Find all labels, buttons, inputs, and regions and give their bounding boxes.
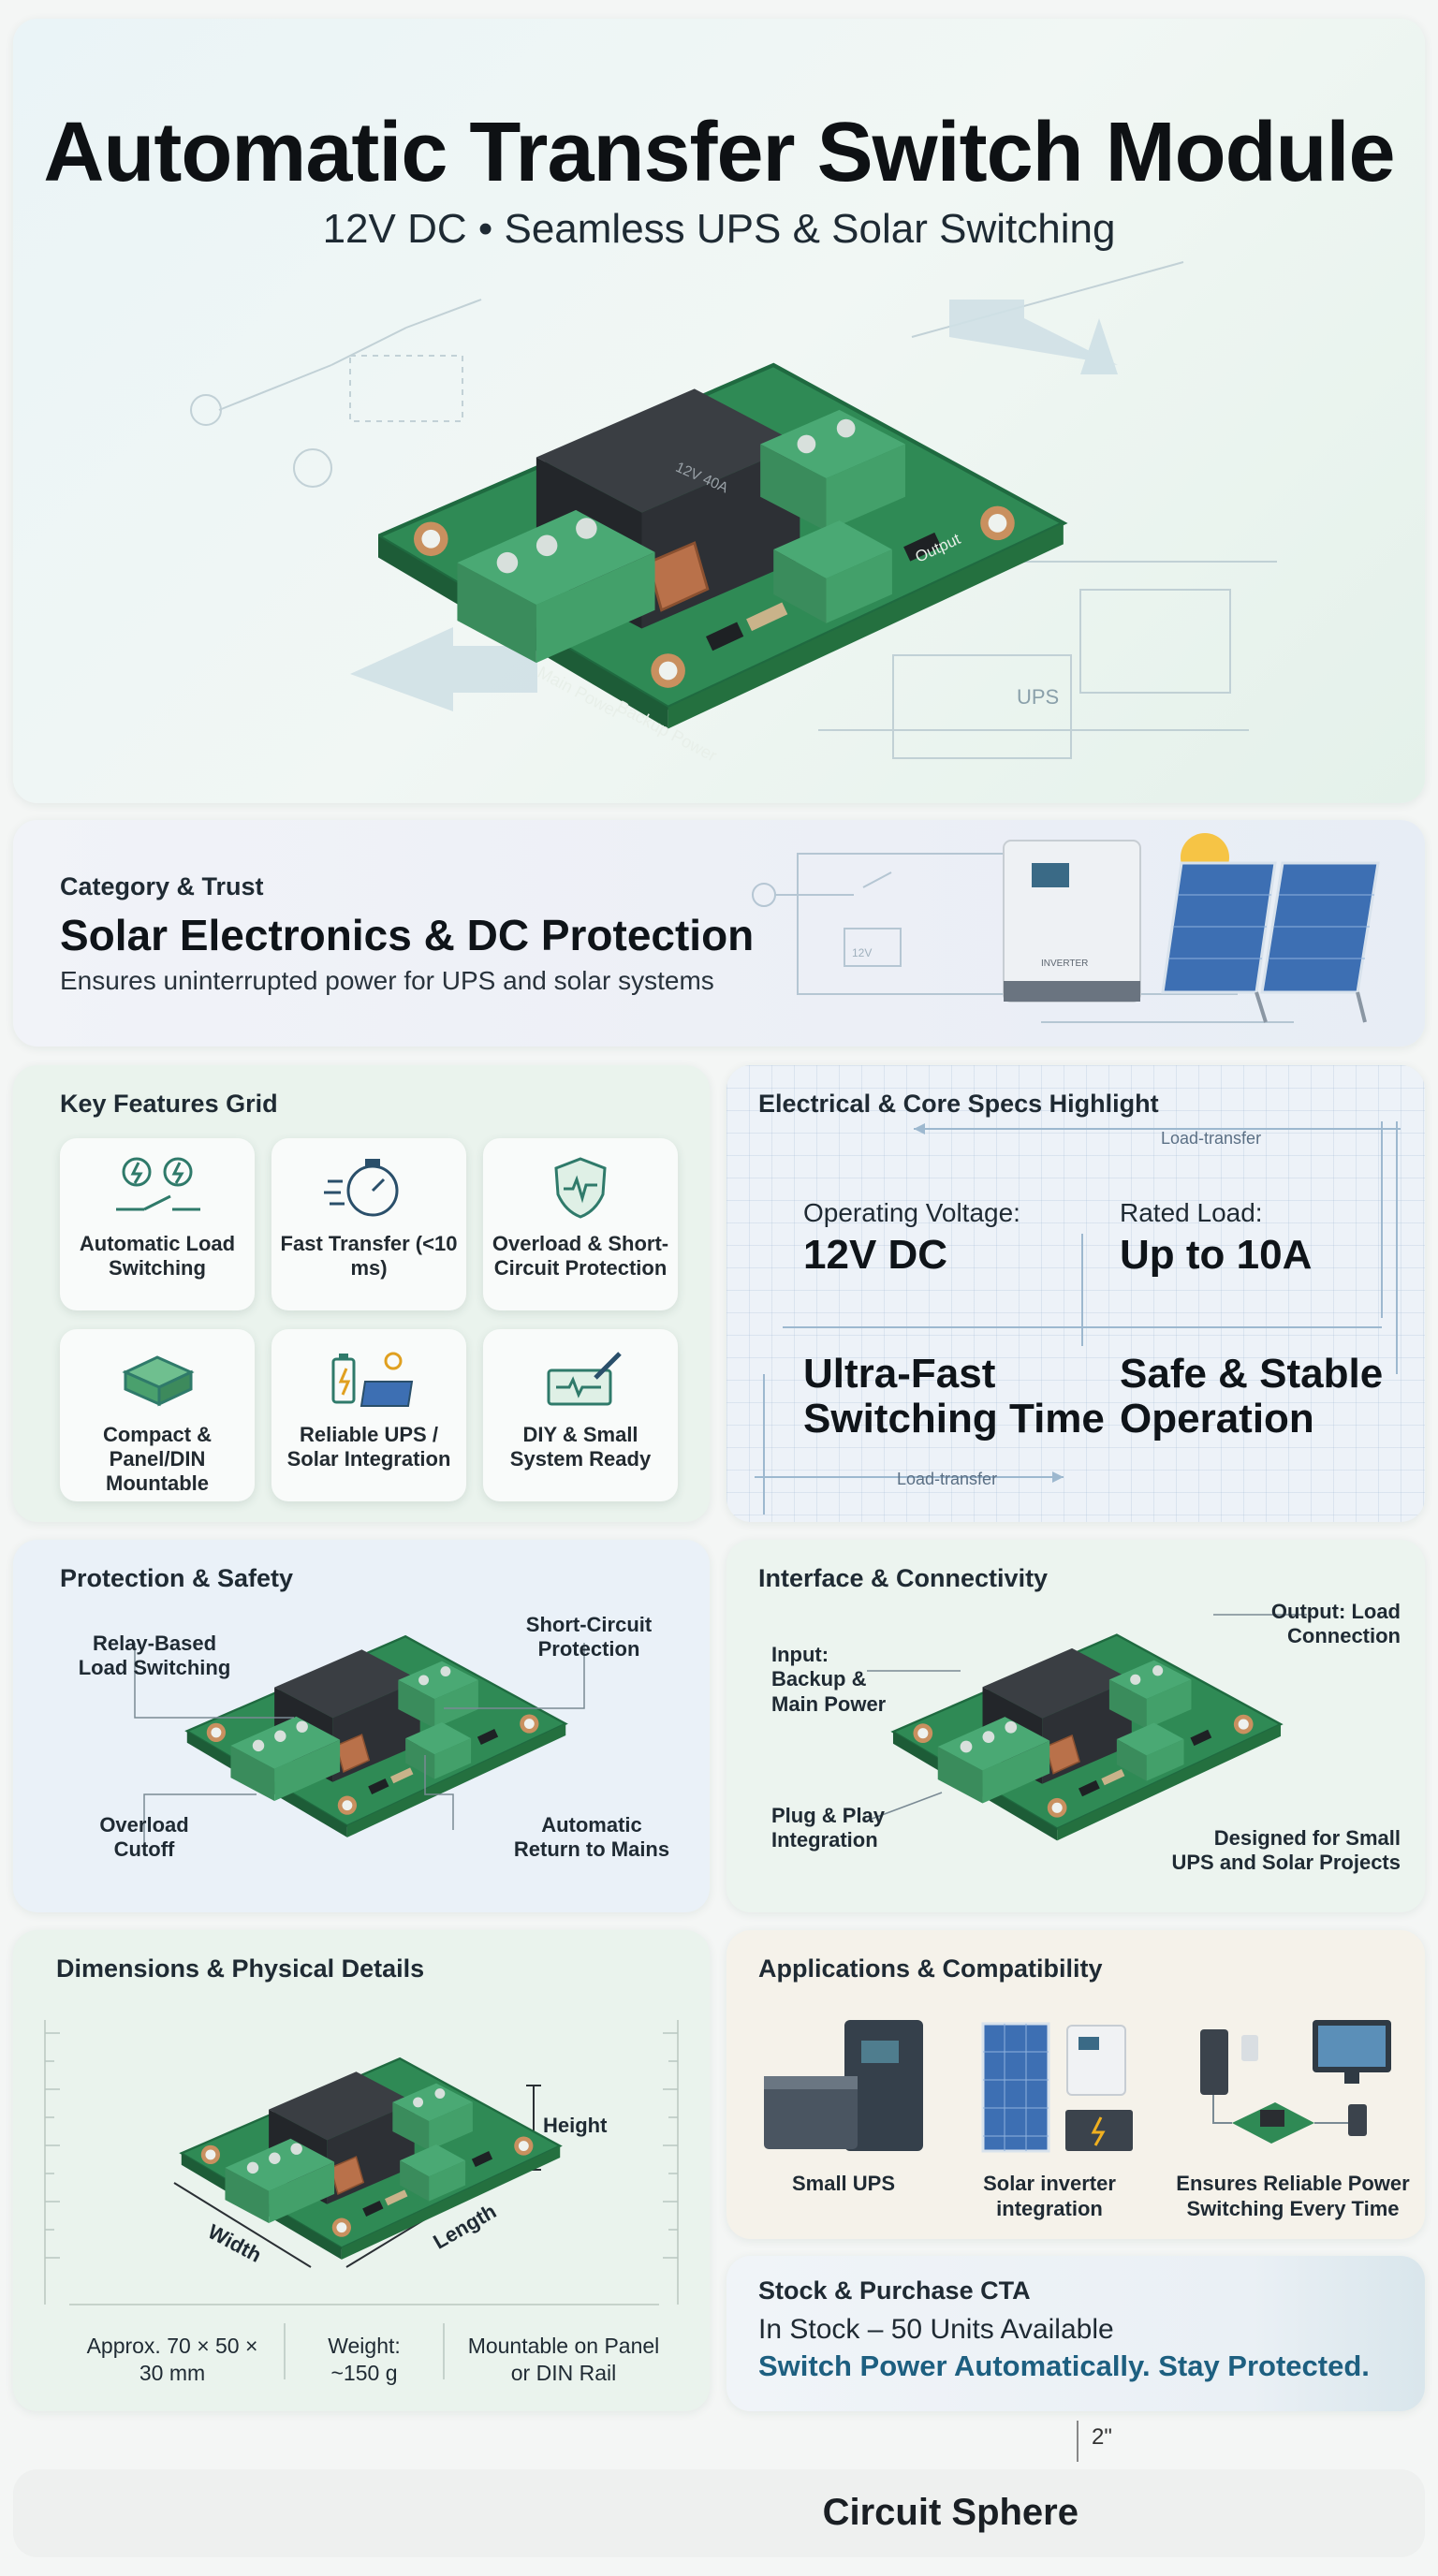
stock-cta-section: Stock & Purchase CTA In Stock – 50 Units… <box>726 2256 1425 2411</box>
app-label-ups: Small UPS <box>791 2172 896 2195</box>
category-section: Category & Trust Solar Electronics & DC … <box>13 820 1425 1046</box>
feature-tile: DIY & Small System Ready <box>483 1329 678 1501</box>
protection-title: Protection & Safety <box>60 1564 294 1592</box>
product-board-image: Main Power Backup Power 12V 40A Output <box>378 300 1090 766</box>
callout-relay: Relay-Based Load Switching <box>78 1632 231 1680</box>
interface-title: Interface & Connectivity <box>758 1564 1049 1592</box>
switching-time: Ultra-Fast Switching Time <box>803 1351 1105 1442</box>
flow-lines <box>755 1121 1401 1515</box>
callout-input: Input: Backup & Main Power <box>771 1643 887 1716</box>
applications-title: Applications & Compatibility <box>758 1954 1103 1983</box>
power-switching-icon <box>1200 2020 1391 2144</box>
dimension-note-line <box>1077 2421 1078 2462</box>
applications-section: Applications & Compatibility Small UPS S… <box>726 1930 1425 2239</box>
switching-icon <box>116 1157 200 1211</box>
stopwatch-icon <box>324 1159 399 1217</box>
dimensions-section: Dimensions & Physical Details Height Wid… <box>13 1930 710 2411</box>
stable-operation: Safe & Stable Operation <box>1120 1351 1384 1442</box>
weight-spec: Weight: ~150 g <box>328 2334 401 2385</box>
protection-section: Protection & Safety Relay-Based Load Swi… <box>13 1540 710 1912</box>
feature-tile: Compact & Panel/DIN Mountable <box>60 1329 255 1501</box>
feature-label: Fast Transfer (<10 ms) <box>280 1232 458 1280</box>
stock-availability: In Stock – 50 Units Available <box>758 2314 1114 2345</box>
schematic-background: UPS <box>190 261 1277 759</box>
inverter-icon: INVERTER <box>1003 840 1141 1003</box>
category-heading: Solar Electronics & DC Protection <box>60 911 755 959</box>
size-spec: Approx. 70 × 50 × 30 mm <box>86 2334 258 2385</box>
feature-label: Automatic Load Switching <box>79 1232 236 1280</box>
feature-tile: Reliable UPS / Solar Integration <box>271 1329 466 1501</box>
module-icon <box>122 1355 195 1407</box>
mount-spec: Mountable on Panel or DIN Rail <box>467 2334 660 2385</box>
callout-plug-play: Plug & Play Integration <box>771 1804 886 1852</box>
svg-text:12V: 12V <box>852 946 872 959</box>
load-caption: Rated Load: <box>1120 1198 1263 1227</box>
shield-icon <box>554 1157 607 1219</box>
feature-tile: Automatic Load Switching <box>60 1138 255 1310</box>
dimensions-title: Dimensions & Physical Details <box>56 1954 425 1983</box>
solar-panel-icon <box>1161 861 1380 1023</box>
tools-icon <box>547 1352 622 1406</box>
voltage-value: 12V DC <box>803 1232 948 1278</box>
category-description: Ensures uninterrupted power for UPS and … <box>60 966 714 995</box>
hero-section: UPS Automatic Transfer Switch Module 12V… <box>13 19 1425 803</box>
feature-tile: Overload & Short-Circuit Protection <box>483 1138 678 1310</box>
page-title: Automatic Transfer Switch Module <box>43 106 1395 199</box>
callout-output: Output: Load Connection <box>1270 1600 1401 1648</box>
purchase-cta[interactable]: Switch Power Automatically. Stay Protect… <box>758 2349 1370 2382</box>
callout-short-circuit: Short-Circuit Protection <box>525 1613 653 1661</box>
callout-overload: Overload Cutoff <box>99 1813 189 1862</box>
key-features-section: Key Features Grid Automatic Load Switchi… <box>13 1065 710 1522</box>
ups-icon <box>764 2020 923 2151</box>
battery-solar-icon <box>331 1352 414 1407</box>
svg-text:INVERTER: INVERTER <box>1041 959 1088 969</box>
callout-auto-return: Automatic Return to Mains <box>513 1813 670 1862</box>
features-title: Key Features Grid <box>60 1090 278 1118</box>
specs-title: Electrical & Core Specs Highlight <box>758 1090 1159 1118</box>
solar-inverter-icon <box>981 2022 1133 2153</box>
footer-bar: Circuit Sphere <box>13 2469 1425 2557</box>
voltage-caption: Operating Voltage: <box>803 1198 1020 1227</box>
app-label-solar: Solar inverter integration <box>983 2172 1116 2220</box>
svg-text:UPS: UPS <box>1017 685 1059 709</box>
flow-label: Load-transfer <box>897 1470 998 1488</box>
app-label-switching: Ensures Reliable Power Switching Every T… <box>1176 2172 1410 2220</box>
interface-section: Interface & Connectivity Input: Backup &… <box>726 1540 1425 1912</box>
feature-label: Overload & Short-Circuit Protection <box>492 1232 669 1280</box>
dimension-note: 2" <box>1092 2424 1112 2450</box>
feature-label: Reliable UPS / Solar Integration <box>286 1423 451 1471</box>
category-label: Category & Trust <box>60 872 264 900</box>
page-subtitle: 12V DC • Seamless UPS & Solar Switching <box>322 206 1116 252</box>
feature-label: Compact & Panel/DIN Mountable <box>102 1423 213 1495</box>
height-label: Height <box>543 2114 608 2137</box>
load-value: Up to 10A <box>1120 1232 1313 1278</box>
callout-lines <box>866 1614 1307 1822</box>
flow-label: Load-transfer <box>1161 1129 1262 1148</box>
brand-name: Circuit Sphere <box>822 2492 1078 2533</box>
feature-label: DIY & Small System Ready <box>509 1423 652 1471</box>
solar-system-illustration: 12V INVERTER <box>752 833 1380 1023</box>
specs-section: Electrical & Core Specs Highlight Load-t… <box>726 1065 1425 1522</box>
callout-lines <box>134 1643 585 1849</box>
feature-tile: Fast Transfer (<10 ms) <box>271 1138 466 1310</box>
callout-designed: Designed for Small UPS and Solar Project… <box>1171 1826 1401 1875</box>
stock-title: Stock & Purchase CTA <box>758 2276 1031 2305</box>
